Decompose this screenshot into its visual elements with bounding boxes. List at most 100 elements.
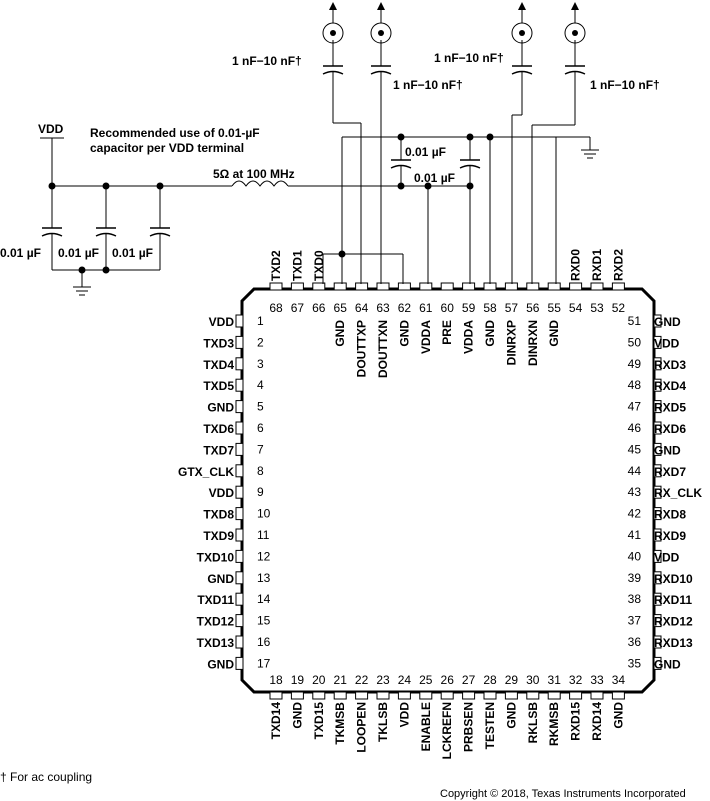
pin-name: TXD6 [203,422,234,436]
pin-pad [653,335,662,349]
pin-name: RKMSB [547,702,561,746]
pin-name: GND [654,657,681,671]
pin-number: 3 [257,357,264,371]
pin-name: RX_CLK [654,486,702,500]
pin-number: 39 [628,571,642,585]
pin-number: 26 [441,673,455,687]
recommendation-line-2: capacitor per VDD terminal [90,141,244,155]
pin-number: 11 [257,528,270,542]
pin-number: 55 [548,301,562,315]
pin-pad [611,691,625,700]
pin-name: RXD8 [654,508,686,522]
pin-name: PRBSEN [462,702,476,752]
pin-name: VDDA [419,320,433,354]
pin-number: 57 [505,301,519,315]
pin-number: 44 [628,464,642,478]
pin-name: GND [654,443,681,457]
pin-name: DOUTTXP [355,320,369,377]
pin-name: RXD14 [590,702,604,741]
pin-name: GND [483,320,497,347]
pin-name: GND [611,702,625,729]
pin-number: 50 [628,335,642,349]
pin-pad [590,691,604,700]
pin-number: 25 [419,673,433,687]
pin-name: GND [207,657,234,671]
pin-number: 27 [462,673,476,687]
pin-number: 61 [419,301,433,315]
cap-label-bottom-3: 0.01 µF [112,246,153,260]
pin-name: TKLSB [376,702,390,742]
pin-number: 56 [526,301,540,315]
cap-label-top-1: 1 nF−10 nF† [232,54,302,68]
cap-label-001-a: 0.01 µF [405,145,446,159]
cap-label-top-3: 1 nF−10 nF† [434,51,504,65]
pin-number: 20 [312,673,326,687]
cap-label-top-4: 1 nF−10 nF† [590,78,660,92]
pin-number: 45 [628,442,642,456]
pin-name: VDD [397,702,411,728]
pin-name: GND [207,401,234,415]
pin-pad [235,335,244,349]
pin-pad [483,691,497,700]
pin-name: ENABLE [419,702,433,751]
pin-number: 62 [398,301,412,315]
pin-name: RXD11 [654,593,692,607]
pin-number: 31 [548,673,562,687]
pin-number: 36 [628,635,642,649]
pin-pad [653,464,662,478]
pin-name: PRE [440,320,454,345]
pin-name: DINRXN [526,320,540,366]
pin-number: 14 [257,592,271,606]
pin-pad [235,400,244,414]
pin-name: RXD12 [654,615,693,629]
pin-name: TXD8 [203,508,234,522]
pin-name: TXD2 [269,250,283,281]
pin-pad [653,635,662,649]
pin-pad [235,442,244,456]
pin-name: RKLSB [526,702,540,744]
pin-number: 43 [628,485,642,499]
pin-name: TXD11 [197,593,234,607]
pin-number: 6 [257,421,264,435]
pin-pad [653,571,662,585]
pin-name: LCKREFN [440,702,454,759]
pin-pad [376,691,390,700]
pin-number: 34 [612,673,626,687]
pin-number: 24 [398,673,412,687]
pin-number: 29 [505,673,519,687]
pin-name: RXD6 [654,422,686,436]
recommendation-line-1: Recommended use of 0.01-µF [90,126,260,140]
pin-name: TXD1 [290,250,304,281]
pin-number: 63 [376,301,390,315]
pin-name: TXD15 [312,702,326,740]
pin-pad [653,378,662,392]
pin-number: 13 [257,571,271,585]
pin-name: GND [547,320,561,347]
pin-pad [419,282,433,291]
pin-pad [312,691,326,700]
pin-name: RXD3 [654,358,686,372]
pin-name: TXD14 [269,702,283,740]
pin-number: 22 [355,673,369,687]
pin-pad [269,282,283,291]
pin-name: RXD4 [654,379,686,393]
pin-number: 67 [291,301,305,315]
pin-name: RXD9 [654,529,686,543]
pin-number: 23 [376,673,390,687]
pin-number: 41 [628,528,642,542]
pin-pad [569,691,583,700]
pin-pad [653,421,662,435]
pin-number: 19 [291,673,305,687]
cap-label-bottom-2: 0.01 µF [58,246,99,260]
pin-pad [653,549,662,563]
pin-name: RXD15 [569,702,583,741]
pin-name: VDD [654,550,680,564]
pin-number: 5 [257,400,264,414]
pin-pad [333,691,347,700]
pin-name: RXD1 [590,249,604,281]
pin-number: 35 [628,656,642,670]
pin-name: TXD12 [197,615,235,629]
pin-pad [376,282,390,291]
pin-pad [653,314,662,328]
